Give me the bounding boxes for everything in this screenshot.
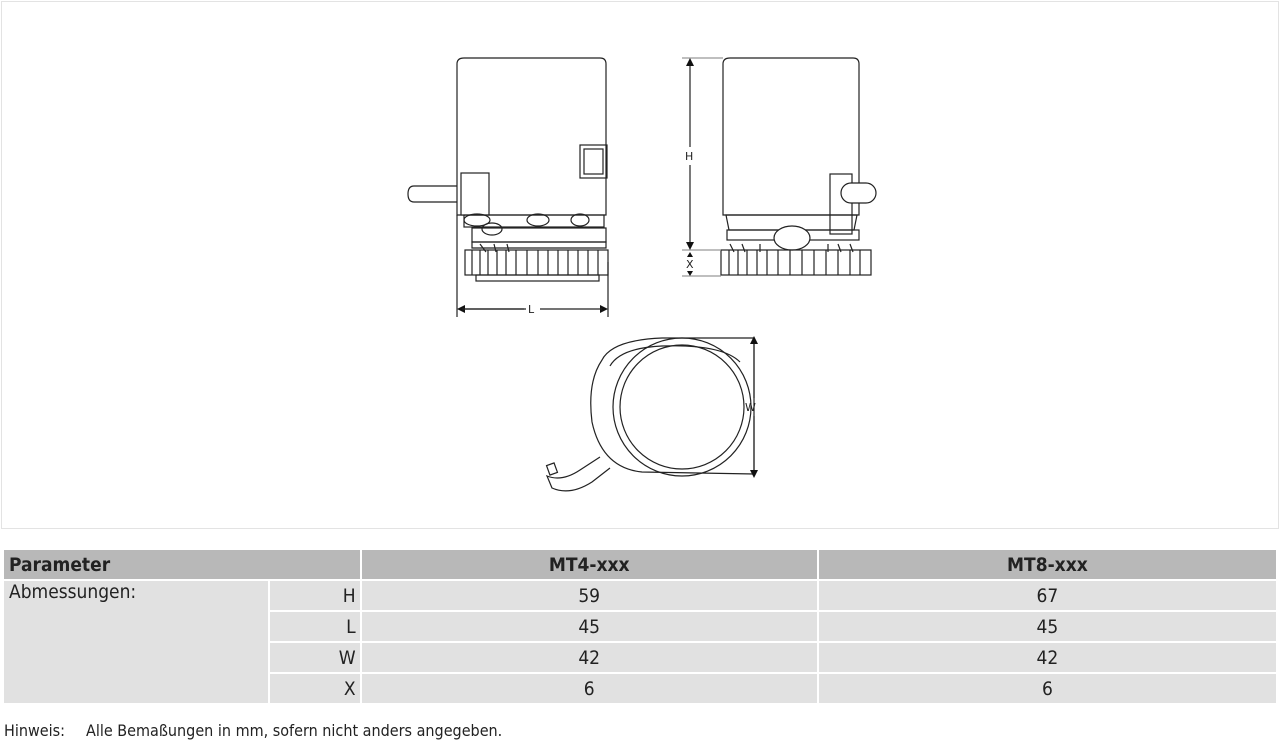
header-parameter: Parameter <box>2 548 362 581</box>
dimension-label-x: X <box>686 258 694 271</box>
footnote: Hinweis: Alle Bemaßungen in mm, sofern ni… <box>4 721 502 740</box>
mt4-value: 59 <box>359 579 819 612</box>
dimensions-table: Parameter MT4-xxx MT8-xxx Abmessungen: H… <box>2 548 1279 705</box>
table-row: Abmessungen: H 59 67 <box>2 579 1279 705</box>
table-row: L 45 45 <box>3 610 1279 643</box>
footnote-label: Hinweis: <box>4 721 65 740</box>
table-row: X 6 6 <box>3 672 1279 705</box>
mt4-value: 6 <box>359 672 819 705</box>
dimension-label-h: H <box>685 150 693 163</box>
dimension-label-w: W <box>745 401 756 414</box>
mt8-value: 42 <box>816 641 1279 674</box>
footnote-text: Alle Bemaßungen in mm, sofern nicht ande… <box>86 721 503 740</box>
header-mt4: MT4-xxx <box>359 548 819 581</box>
mt4-value: 42 <box>359 641 819 674</box>
row-key: X <box>267 672 362 705</box>
row-key: W <box>267 641 362 674</box>
table-row: W 42 42 <box>3 641 1279 674</box>
dimension-drawing-panel: H X L W <box>1 1 1279 529</box>
top-view <box>545 336 758 492</box>
dimension-label-l: L <box>528 303 535 316</box>
group-label: Abmessungen: <box>2 579 270 705</box>
mt8-value: 67 <box>816 579 1279 612</box>
side-view <box>407 57 609 317</box>
header-mt8: MT8-xxx <box>816 548 1279 581</box>
mt8-value: 45 <box>816 610 1279 643</box>
row-key: H <box>267 579 362 612</box>
mt4-value: 45 <box>359 610 819 643</box>
table-header-row: Parameter MT4-xxx MT8-xxx <box>2 548 1279 581</box>
front-view <box>682 57 877 277</box>
row-key: L <box>267 610 362 643</box>
actuator-dimension-drawing: H X L W <box>407 57 877 492</box>
mt8-value: 6 <box>816 672 1279 705</box>
